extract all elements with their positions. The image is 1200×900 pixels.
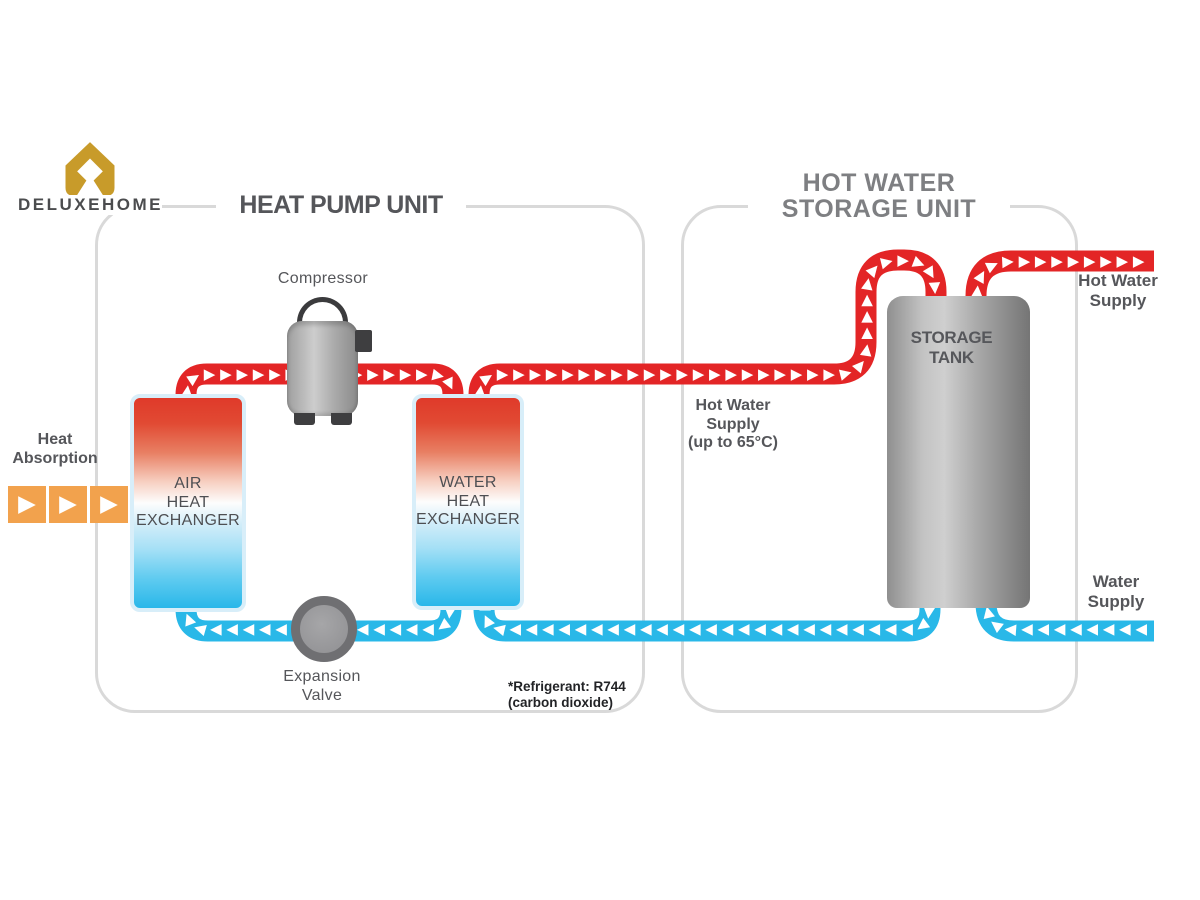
water-supply-right-label: Water Supply <box>1062 572 1170 611</box>
heat-arrow-icon: ▶ <box>49 486 87 523</box>
water-hx-label-line1: WATER <box>439 474 497 492</box>
expansion-valve <box>291 596 357 662</box>
air-hx-label-line3: EXCHANGER <box>135 512 241 530</box>
hw-right-line2: Supply <box>1089 290 1147 310</box>
heat-arrow-icon: ▶ <box>8 486 46 523</box>
storage-unit-title-line1: HOT WATER <box>802 169 956 197</box>
compressor-port <box>355 330 372 352</box>
compressor-handle <box>297 297 348 325</box>
brand-name: DELUXEHOME <box>18 195 163 215</box>
hw-mid-line2: Supply <box>706 415 760 433</box>
water-right-line2: Supply <box>1087 591 1145 611</box>
refrigerant-note-line2: (carbon dioxide) <box>508 694 614 710</box>
storage-tank-label: STORAGE TANK <box>910 328 993 367</box>
hw-mid-line1: Hot Water <box>695 397 771 414</box>
storage-tank: STORAGE TANK <box>887 296 1030 608</box>
hw-right-line1: Hot Water <box>1078 271 1158 290</box>
compressor-foot <box>331 413 352 425</box>
water-right-line1: Water <box>1092 572 1140 591</box>
hw-mid-line3: (up to 65°C) <box>688 434 778 452</box>
valve-label-line1: Expansion <box>283 668 361 685</box>
heat-absorption-line2: Absorption <box>12 449 98 467</box>
refrigerant-note: *Refrigerant: R744 (carbon dioxide) <box>508 679 648 711</box>
heat-pump-unit-title: HEAT PUMP UNIT <box>216 192 466 218</box>
refrigerant-note-line1: *Refrigerant: R744 <box>508 679 626 694</box>
heat-absorption-label: Heat Absorption <box>5 431 105 468</box>
air-heat-exchanger: AIR HEAT EXCHANGER <box>130 394 246 612</box>
heat-arrow-glyph: ▶ <box>100 491 118 517</box>
heat-arrow-glyph: ▶ <box>59 491 77 517</box>
heat-arrow-glyph: ▶ <box>18 491 36 517</box>
compressor <box>287 321 358 416</box>
valve-label-line2: Valve <box>301 686 343 704</box>
storage-unit-title-line2: STORAGE UNIT <box>781 195 977 224</box>
water-heat-exchanger: WATER HEAT EXCHANGER <box>412 394 524 610</box>
deluxehome-logo-icon <box>65 142 115 196</box>
hot-water-supply-right-label: Hot Water Supply <box>1062 271 1174 310</box>
heat-absorption-line1: Heat <box>37 431 73 448</box>
hot-water-supply-mid-label: Hot Water Supply (up to 65°C) <box>660 397 806 453</box>
storage-unit-title: HOT WATER STORAGE UNIT <box>748 170 1010 223</box>
expansion-valve-label: Expansion Valve <box>262 668 382 705</box>
water-hx-label-line2: HEAT <box>446 492 490 510</box>
air-heat-exchanger-label: AIR HEAT EXCHANGER <box>136 475 240 530</box>
water-hx-label-line3: EXCHANGER <box>415 511 521 529</box>
heat-arrow-icon: ▶ <box>90 486 128 523</box>
air-hx-label-line1: AIR <box>174 475 202 493</box>
compressor-label: Compressor <box>277 270 369 287</box>
water-heat-exchanger-label: WATER HEAT EXCHANGER <box>416 474 520 529</box>
air-hx-label-line2: HEAT <box>166 493 210 511</box>
compressor-foot <box>294 413 315 425</box>
